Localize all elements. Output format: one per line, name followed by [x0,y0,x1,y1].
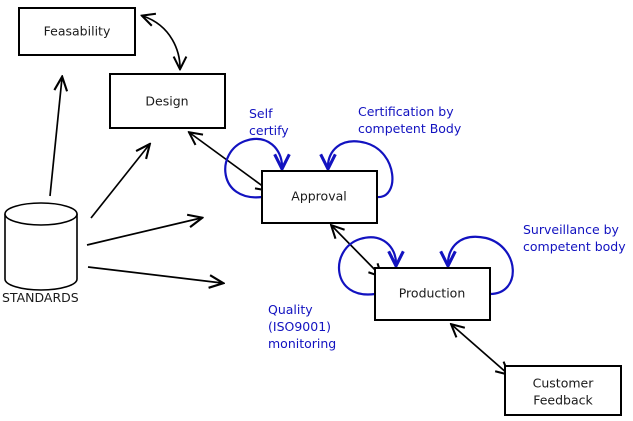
edge-standards-feasability[interactable] [49,78,62,197]
node-feasability[interactable]: Feasability [18,7,136,56]
annotation-line-1: Surveillance by [523,222,620,237]
node-shape [261,170,378,224]
node-label: Design [145,94,188,109]
annotation-line-2: competent body [523,239,626,254]
annotation-line-1: Quality [268,302,313,317]
standards-store-label: STANDARDS [2,290,79,305]
annotation-quality-iso9001-monitoring: Quality (ISO9001) monitoring [268,302,336,351]
node-shape [374,267,491,321]
loop-production-surveillance[interactable] [448,235,514,296]
arrow-line [86,218,201,246]
edge-standards-design[interactable] [90,145,149,219]
loop-approval-certification[interactable] [328,140,394,199]
arrow-line [49,78,62,197]
node-approval[interactable]: Approval [261,170,378,224]
node-label: Approval [291,189,346,204]
annotation-line-3: monitoring [268,336,336,351]
node-label-line1: Customer [533,376,595,391]
annotation-line-2: (ISO9001) [268,319,331,334]
annotation-line-1: Self [249,106,273,121]
node-shape [504,365,622,416]
loop-path [328,140,394,199]
annotation-self-certify: Self certify [249,106,289,138]
edge-standards-production[interactable] [87,266,222,283]
node-label: Feasability [44,24,111,39]
loop-approval-self-certify[interactable] [224,138,282,199]
arrow-line [452,325,508,374]
cylinder-body [4,214,78,291]
node-label: Production [399,286,466,301]
annotation-line-2: certify [249,123,289,138]
loop-production-quality[interactable] [337,236,396,296]
annotation-line-1: Certification by [358,104,454,119]
annotation-surveillance-by-competent-body: Surveillance by competent body [523,222,626,254]
edge-feasability-design[interactable] [143,16,180,68]
node-label-line2: Feedback [533,393,593,408]
loop-path [448,235,514,296]
edge-production-customer-feedback[interactable] [452,325,508,374]
annotation-line-2: competent Body [358,121,462,136]
cylinder-top [4,202,78,226]
annotation-certification-by-competent-body: Certification by competent Body [358,104,462,136]
loop-path [224,138,282,199]
arrow-line [143,16,180,68]
node-shape [18,7,136,56]
edge-design-approval[interactable] [190,133,268,190]
node-standards-store[interactable]: STANDARDS [2,202,79,305]
edge-standards-approval[interactable] [86,218,201,246]
node-customer-feedback[interactable]: Customer Feedback [504,365,622,416]
node-shape [109,73,226,129]
arrow-line [90,145,149,219]
arrow-line [332,226,381,276]
edge-approval-production[interactable] [332,226,381,276]
loop-path [337,236,396,296]
arrow-line [87,266,222,283]
arrow-line [190,133,268,190]
node-design[interactable]: Design [109,73,226,129]
node-production[interactable]: Production [374,267,491,321]
